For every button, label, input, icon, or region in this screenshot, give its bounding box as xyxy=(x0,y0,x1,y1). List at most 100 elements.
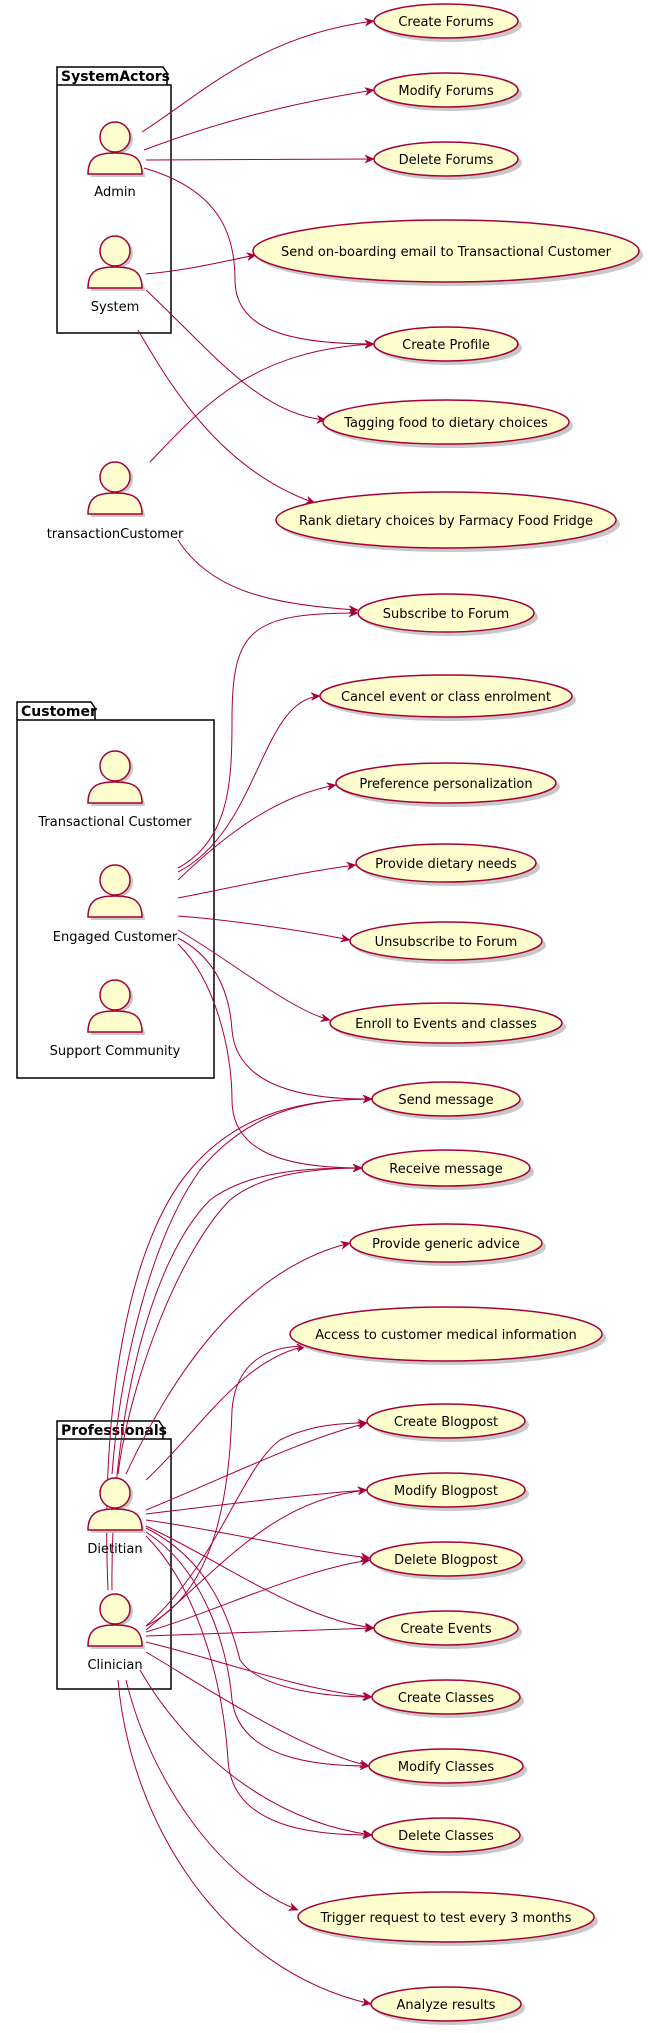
actor-label: Engaged Customer xyxy=(53,930,178,945)
usecase-label: Receive message xyxy=(389,1162,502,1177)
actor-label: Transactional Customer xyxy=(37,815,192,830)
associations-layer xyxy=(106,21,374,2004)
usecase-label: Modify Blogpost xyxy=(394,1484,498,1499)
actor-transactional: Transactional Customer xyxy=(37,750,192,830)
usecase-label: Modify Classes xyxy=(398,1760,494,1775)
association-clinician-to-create-classes xyxy=(145,1641,372,1697)
association-admin-to-create-forums xyxy=(141,21,374,133)
usecase-label: Create Blogpost xyxy=(394,1415,498,1430)
usecase-label: Provide dietary needs xyxy=(375,857,517,872)
association-dietitian-to-send-message xyxy=(111,1099,372,1475)
association-dietitian-to-modify-blogpost xyxy=(145,1490,367,1515)
association-engaged-to-enroll-events xyxy=(177,929,330,1020)
usecase-label: Send on-boarding email to Transactional … xyxy=(281,245,612,260)
usecase-label: Enroll to Events and classes xyxy=(355,1017,537,1032)
association-clinician-to-delete-blogpost xyxy=(145,1560,370,1633)
association-dietitian-to-receive-message xyxy=(117,1168,362,1475)
association-admin-to-create-profile xyxy=(143,167,374,344)
usecase-modify-forums: Modify Forums xyxy=(373,72,522,111)
usecase-create-events: Create Events xyxy=(373,1610,522,1649)
usecase-rank-dietary: Rank dietary choices by Farmacy Food Fri… xyxy=(275,491,620,552)
association-engaged-to-preference xyxy=(177,785,336,881)
association-dietitian-to-delete-classes xyxy=(145,1535,372,1835)
association-dietitian-to-delete-blogpost xyxy=(145,1519,370,1558)
association-clinician-to-analyze-results xyxy=(117,1679,371,2004)
package-title: SystemActors xyxy=(61,69,170,85)
association-dietitian-to-medical-info xyxy=(145,1346,306,1481)
usecase-delete-blogpost: Delete Blogpost xyxy=(369,1541,526,1580)
association-engaged-to-receive-message xyxy=(177,943,362,1168)
association-engaged-to-subscribe-forum xyxy=(177,613,358,869)
association-clinician-to-receive-message xyxy=(111,1168,362,1591)
usecase-label: Create Profile xyxy=(402,338,490,353)
association-clinician-to-delete-classes xyxy=(139,1669,372,1835)
association-system-to-tagging-food xyxy=(145,289,326,420)
actor-label: System xyxy=(91,300,139,315)
usecase-onboarding-email: Send on-boarding email to Transactional … xyxy=(252,219,643,286)
usecase-label: Modify Forums xyxy=(398,84,493,99)
usecase-subscribe-forum: Subscribe to Forum xyxy=(357,593,538,636)
usecase-label: Access to customer medical information xyxy=(315,1328,577,1343)
association-dietitian-to-modify-classes xyxy=(145,1531,369,1766)
association-admin-to-delete-forums xyxy=(145,159,374,160)
usecase-label: Send message xyxy=(398,1093,493,1108)
package-systemactors: SystemActors xyxy=(56,66,172,334)
usecase-label: Create Forums xyxy=(398,15,494,30)
usecase-label: Delete Forums xyxy=(399,153,494,168)
package-title: Professionals xyxy=(61,1423,167,1439)
actor-clinician: Clinician xyxy=(87,1593,145,1673)
usecase-generic-advice: Provide generic advice xyxy=(349,1223,546,1266)
usecase-create-profile: Create Profile xyxy=(373,326,522,365)
actor-support: Support Community xyxy=(50,979,181,1059)
usecase-label: Analyze results xyxy=(397,1998,496,2013)
actor-transaction: transactionCustomer xyxy=(47,461,184,542)
actor-label: Clinician xyxy=(87,1658,142,1673)
usecase-modify-classes: Modify Classes xyxy=(368,1748,527,1787)
usecase-analyze-results: Analyze results xyxy=(370,1986,525,2025)
usecase-receive-message: Receive message xyxy=(361,1149,534,1190)
usecase-label: Preference personalization xyxy=(359,777,532,792)
association-system-to-onboarding-email xyxy=(145,255,256,275)
usecase-label: Delete Blogpost xyxy=(394,1553,498,1568)
association-clinician-to-create-blogpost xyxy=(145,1423,367,1627)
usecase-send-message: Send message xyxy=(371,1081,524,1120)
package-customer: Customer xyxy=(16,701,215,1079)
association-clinician-to-modify-blogpost xyxy=(145,1490,367,1631)
usecase-label: Cancel event or class enrolment xyxy=(341,690,551,705)
usecase-label: Trigger request to test every 3 months xyxy=(319,1911,571,1926)
usecase-dietary-needs: Provide dietary needs xyxy=(355,843,540,886)
association-engaged-to-unsubscribe-forum xyxy=(177,915,350,940)
actor-label: Support Community xyxy=(50,1044,181,1059)
association-clinician-to-trigger-request xyxy=(125,1679,298,1910)
association-system-to-rank-dietary xyxy=(137,329,315,503)
actor-admin: Admin xyxy=(87,121,145,200)
actor-dietitian: Dietitian xyxy=(87,1477,145,1557)
usecase-label: Provide generic advice xyxy=(372,1237,520,1252)
actor-label: Dietitian xyxy=(87,1542,142,1557)
association-dietitian-to-create-blogpost xyxy=(145,1423,367,1511)
association-transaction-to-subscribe-forum xyxy=(177,539,358,610)
association-engaged-to-send-message xyxy=(177,937,372,1099)
usecase-create-blogpost: Create Blogpost xyxy=(366,1403,529,1442)
usecase-label: Create Events xyxy=(400,1622,492,1637)
package-professionals: Professionals xyxy=(56,1420,172,1690)
association-engaged-to-cancel-event xyxy=(177,696,320,873)
association-clinician-to-create-events xyxy=(145,1628,374,1637)
usecase-label: Delete Classes xyxy=(398,1829,494,1844)
association-dietitian-to-create-classes xyxy=(145,1527,372,1697)
actor-label: transactionCustomer xyxy=(47,527,184,542)
usecase-trigger-request: Trigger request to test every 3 months xyxy=(297,1891,598,1946)
usecase-create-forums: Create Forums xyxy=(373,3,522,42)
usecase-delete-classes: Delete Classes xyxy=(371,1817,524,1856)
usecase-preference: Preference personalization xyxy=(335,762,560,807)
association-admin-to-modify-forums xyxy=(143,90,374,151)
usecase-cancel-event: Cancel event or class enrolment xyxy=(319,674,576,721)
package-title: Customer xyxy=(21,704,97,720)
association-clinician-to-send-message xyxy=(106,1099,372,1591)
actor-label: Admin xyxy=(94,185,135,200)
association-transaction-to-create-profile xyxy=(149,344,374,463)
